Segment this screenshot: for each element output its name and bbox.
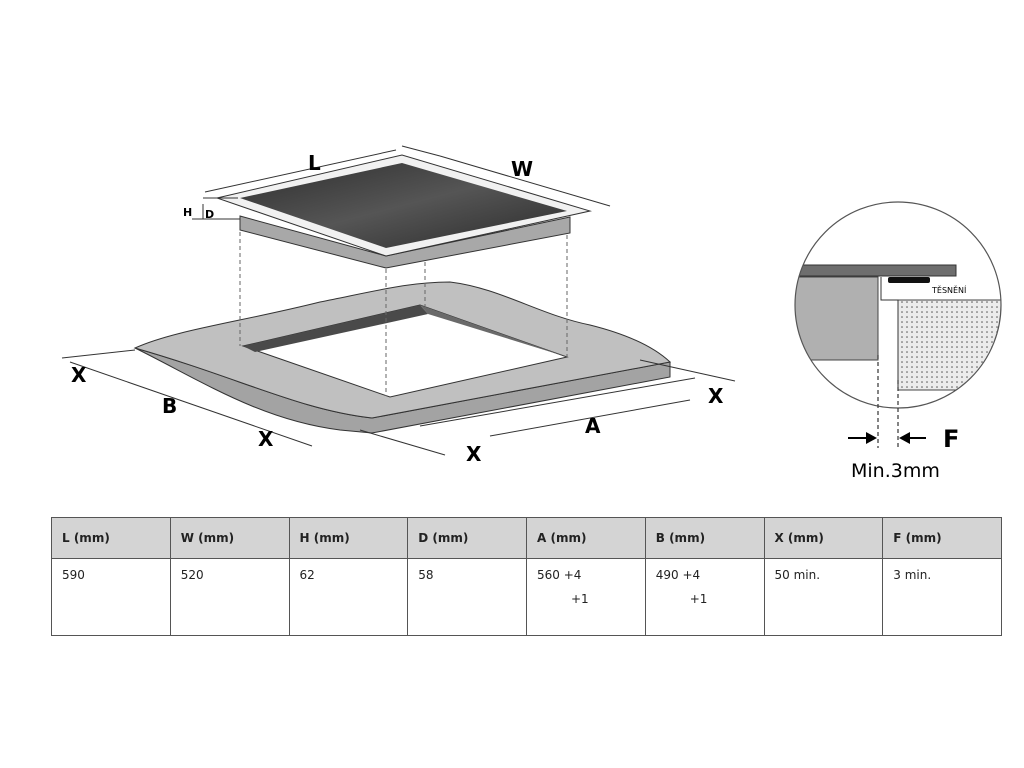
cell-B-value: 490 +4 [655,568,701,582]
header-F: F (mm) [882,517,1002,559]
hob [215,154,592,269]
detail-hob-glass [795,264,957,277]
header-D: D (mm) [407,517,527,559]
label-X-right: X [708,384,724,408]
table-row: 590 520 62 58 560 +4 +1 490 +4 +1 50 min… [51,558,1002,636]
header-X: X (mm) [763,517,884,559]
label-X-left: X [71,363,87,387]
label-L: L [308,151,321,175]
cell-H-value: 62 [299,568,315,582]
label-W: W [511,157,533,181]
label-H: H [183,206,192,219]
gap-arrows [848,432,926,444]
label-D: D [205,208,214,221]
cell-H: 62 [288,558,409,636]
cell-L-value: 590 [62,568,85,582]
installation-diagram: L W H D B A X X X X TĚSNĚNÍ F Min.3mm [61,145,1002,482]
dimensions-table: L (mm) W (mm) H (mm) D (mm) A (mm) B (mm… [51,517,1002,636]
header-L: L (mm) [51,517,171,559]
projection-lines [239,218,568,396]
table-header-row: L (mm) W (mm) H (mm) D (mm) A (mm) B (mm… [51,517,1002,559]
detail-worktop [795,276,879,361]
cell-X: 50 min. [763,558,884,636]
cutout-inner-wall [243,305,428,352]
cell-X-value: 50 min. [774,568,821,582]
label-X-bottom: X [466,442,482,466]
detail-view: TĚSNĚNÍ [794,201,1002,448]
label-B: B [162,394,177,418]
cell-L: 590 [51,558,171,636]
hob-glass [240,163,567,248]
cell-W: 520 [169,558,290,636]
label-min-gap: Min.3mm [851,460,940,482]
label-F: F [943,425,959,453]
cell-B: 490 +4 +1 [644,558,765,636]
detail-hob-side [880,277,899,390]
cell-B-tolerance: +1 [689,592,708,606]
dimension-lines [61,145,736,456]
cell-D-value: 58 [418,568,434,582]
detail-seal [888,277,930,283]
cell-A: 560 +4 +1 [526,558,646,636]
cell-A-value: 560 +4 [537,568,582,582]
cell-F-value: 3 min. [893,568,932,582]
cell-W-value: 520 [180,568,204,582]
cell-D: 58 [407,558,527,636]
worktop [133,281,672,434]
header-H: H (mm) [288,517,409,559]
header-B: B (mm) [644,517,765,559]
header-A: A (mm) [526,517,646,559]
label-seal: TĚSNĚNÍ [931,284,967,295]
header-W: W (mm) [169,517,290,559]
label-X-bottom-left: X [258,427,274,451]
label-A: A [585,414,601,438]
cell-A-tolerance: +1 [571,592,589,606]
cell-F: 3 min. [882,558,1002,636]
